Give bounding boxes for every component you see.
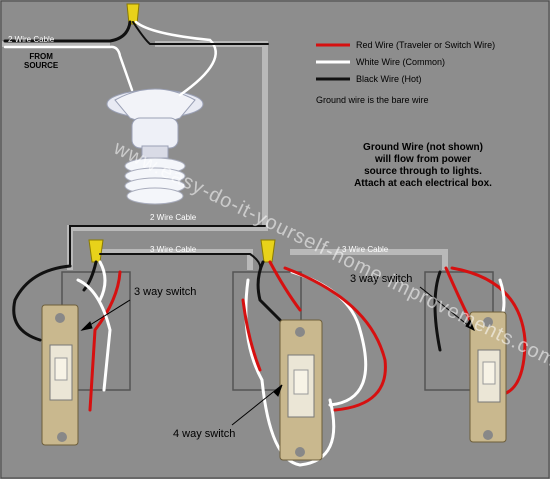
- middle-switch-body: [279, 319, 323, 461]
- middle-switch-label: 4 way switch: [173, 428, 236, 440]
- cfl-bulb: [124, 157, 186, 205]
- top-cable-label: 2 Wire Cable: [8, 35, 55, 44]
- ground-wire-note: Ground Wire (not shown) will flow from p…: [354, 142, 492, 189]
- three-wire-cable-right: [290, 249, 448, 270]
- light-fixture: [106, 88, 204, 205]
- legend-ground: Ground wire is the bare wire: [316, 95, 429, 105]
- legend-white-text: White Wire (Common): [356, 57, 446, 67]
- wirenut-middle: [260, 239, 276, 263]
- legend-red: Red Wire (Traveler or Switch Wire): [356, 40, 495, 50]
- right-three-wire-label: 3 Wire Cable: [342, 245, 389, 254]
- legend-white: White Wire (Common): [356, 57, 445, 67]
- callout-arrows: [80, 286, 475, 426]
- left-switch-body: [41, 304, 79, 446]
- left-switch-label: 3 way switch: [134, 286, 197, 298]
- right-switch-body: [469, 311, 507, 443]
- mid-cable-label: 2 Wire Cable: [150, 213, 197, 222]
- legend-black: Black Wire (Hot): [356, 74, 422, 84]
- legend-swatches: [316, 43, 350, 81]
- right-switch-label: 3 way switch: [350, 273, 413, 285]
- legend-red-text: Red Wire (Traveler or Switch Wire): [356, 40, 496, 50]
- wirenut-left: [88, 239, 104, 263]
- left-three-wire-label: 3 Wire Cable: [150, 245, 197, 254]
- switches: [41, 304, 507, 461]
- wire-nuts: [88, 3, 276, 263]
- wires: [3, 20, 527, 467]
- from-source-label: FROM SOURCE: [24, 52, 59, 70]
- legend-black-text: Black Wire (Hot): [356, 74, 422, 84]
- three-wire-cable-left: [100, 249, 253, 270]
- legend-ground-text: Ground wire is the bare wire: [316, 95, 429, 105]
